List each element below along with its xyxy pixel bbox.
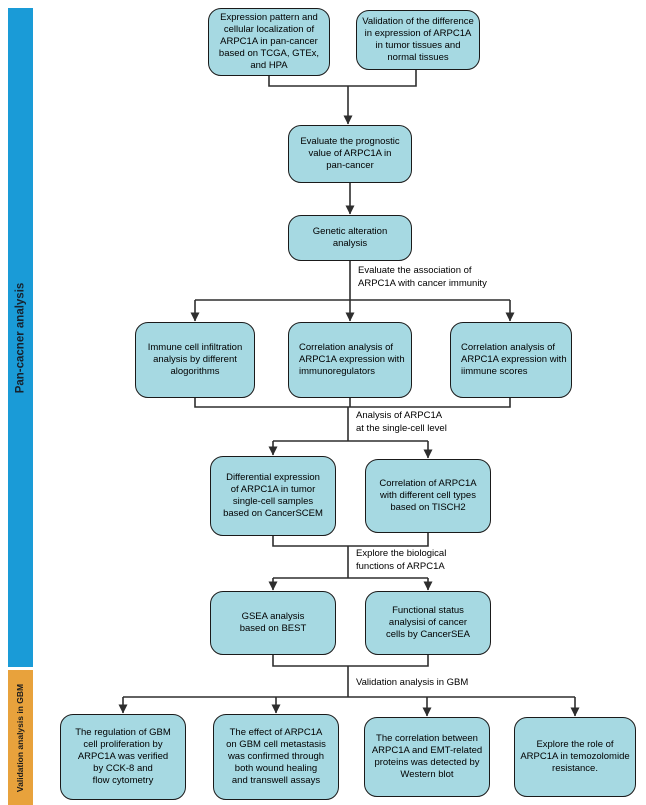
flow-node-cancerscem: Differential expression of ARPC1A in tum… [210,456,336,536]
flow-node-genetic-alteration-label: Genetic alteration analysis [312,226,388,249]
label-validation-gbm: Validation analysis in GBM [356,677,469,688]
flow-node-temozolomide: Explore the role of ARPC1A in temozolomi… [514,717,636,797]
flow-node-expression-pattern-label: Expression pattern and cellular localiza… [218,12,320,71]
flow-node-immune-infiltration-label: Immune cell infiltration analysis by dif… [147,342,243,377]
label-single-cell: Analysis of ARPC1A at the single-cell le… [356,410,447,434]
flow-node-gbm-proliferation: The regulation of GBM cell proliferation… [60,714,186,800]
flow-node-tisch2: Correlation of ARPC1A with different cel… [365,459,491,533]
flow-node-validation-difference-label: Validation of the difference in expressi… [362,16,474,63]
flow-node-gbm-proliferation-label: The regulation of GBM cell proliferation… [75,727,171,786]
flow-node-temozolomide-label: Explore the role of ARPC1A in temozolomi… [520,739,630,774]
flow-node-genetic-alteration: Genetic alteration analysis [288,215,412,261]
flow-node-gsea: GSEA analysis based on BEST [210,591,336,655]
flow-node-immunoregulators-label: Correlation analysis of ARPC1A expressio… [299,342,405,377]
flow-node-prognostic-value-label: Evaluate the prognostic value of ARPC1A … [300,136,400,171]
flow-node-gbm-metastasis: The effect of ARPC1A on GBM cell metasta… [213,714,339,800]
flow-node-emt-western-label: The correlation between ARPC1A and EMT-r… [371,733,483,780]
flow-node-immune-scores: Correlation analysis of ARPC1A expressio… [450,322,572,398]
flow-node-gbm-metastasis-label: The effect of ARPC1A on GBM cell metasta… [226,727,326,786]
flow-node-cancerscem-label: Differential expression of ARPC1A in tum… [223,472,323,519]
flow-node-immune-scores-label: Correlation analysis of ARPC1A expressio… [461,342,567,377]
flow-node-expression-pattern: Expression pattern and cellular localiza… [208,8,330,76]
connector-merge-biological [272,655,429,667]
pan-cancer-section-bar: Pan-cacner analysis [8,8,33,667]
flow-node-cancersea-label: Functional status analysisi of cancer ce… [386,605,470,640]
flow-node-tisch2-label: Correlation of ARPC1A with different cel… [379,478,477,513]
label-biological-functions: Explore the biological functions of ARPC… [356,548,447,572]
flow-node-emt-western: The correlation between ARPC1A and EMT-r… [364,717,490,797]
connector-merge-immunity [194,398,511,408]
flow-node-cancersea: Functional status analysisi of cancer ce… [365,591,491,655]
label-cancer-immunity: Evaluate the association of ARPC1A with … [358,265,487,289]
flow-node-prognostic-value: Evaluate the prognostic value of ARPC1A … [288,125,412,183]
flow-node-validation-difference: Validation of the difference in expressi… [356,10,480,70]
flow-node-immunoregulators: Correlation analysis of ARPC1A expressio… [288,322,412,398]
flow-node-gsea-label: GSEA analysis based on BEST [239,611,307,634]
gbm-section-bar: Validation analysis in GBM [8,670,33,805]
pan-cancer-section-label: Pan-cacner analysis [14,282,27,393]
flow-node-immune-infiltration: Immune cell infiltration analysis by dif… [135,322,255,398]
gbm-section-label: Validation analysis in GBM [15,683,26,792]
